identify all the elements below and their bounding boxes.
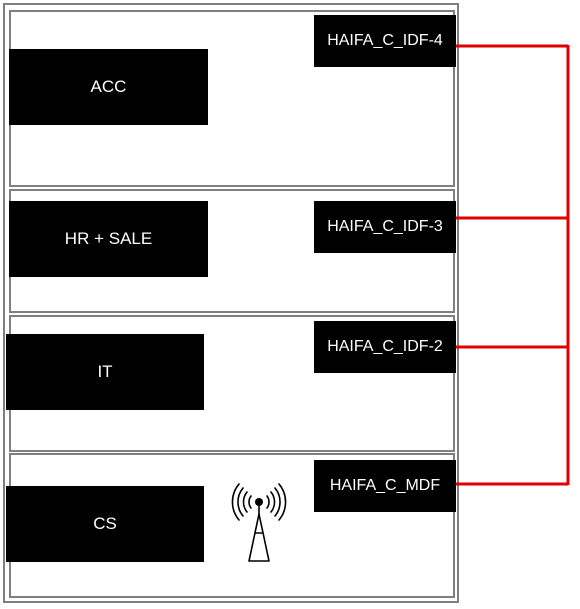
node-idf-4: HAIFA_C_IDF-4 [314, 15, 456, 67]
node-mdf: HAIFA_C_MDF [314, 460, 456, 512]
department-it: IT [6, 334, 204, 410]
department-cs: CS [6, 486, 204, 562]
node-idf-2: HAIFA_C_IDF-2 [314, 321, 456, 373]
department-hr-sale: HR + SALE [9, 201, 208, 277]
wifi-antenna-icon [231, 483, 287, 562]
department-acc: ACC [9, 49, 208, 125]
node-idf-3: HAIFA_C_IDF-3 [314, 201, 456, 253]
